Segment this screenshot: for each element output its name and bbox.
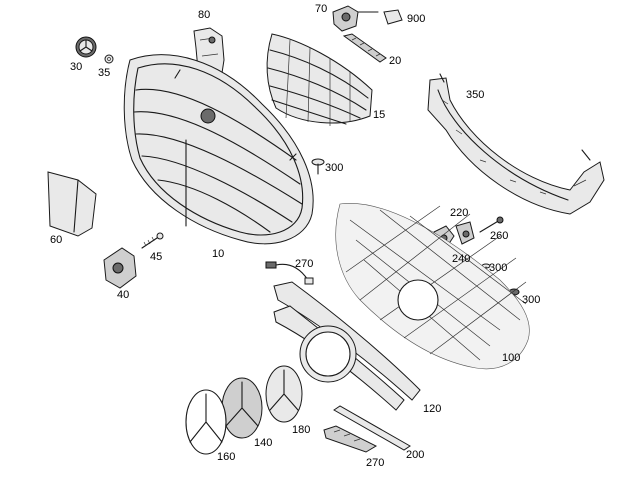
part-40-motor <box>103 247 137 289</box>
label-35: 35 <box>98 67 111 79</box>
label-100: 100 <box>502 352 521 364</box>
label-220: 220 <box>450 207 469 219</box>
label-160: 160 <box>217 451 236 463</box>
label-30: 30 <box>70 61 83 73</box>
part-30-star-emblem <box>75 36 97 58</box>
part-140-star-plate <box>221 377 263 439</box>
label-900: 900 <box>407 13 426 25</box>
label-240: 240 <box>452 253 471 265</box>
part-350-bumper-support <box>427 73 605 215</box>
part-35-clip <box>104 54 114 64</box>
label-300-a: 300 <box>325 162 344 174</box>
label-200: 200 <box>406 449 425 461</box>
part-10-main-grille <box>123 54 314 245</box>
label-40: 40 <box>117 289 130 301</box>
label-15: 15 <box>373 109 386 121</box>
part-20-strip <box>342 33 387 63</box>
label-300-c: 300 <box>522 294 541 306</box>
part-900-cover <box>383 9 403 25</box>
label-45: 45 <box>150 251 163 263</box>
label-350: 350 <box>466 89 485 101</box>
part-160-ring-star <box>185 389 227 455</box>
part-70-sensor <box>332 5 379 32</box>
part-300-screw-a <box>311 158 325 175</box>
label-260: 260 <box>490 230 509 242</box>
part-200-trim-strip <box>333 405 411 451</box>
part-45-screw <box>141 232 164 249</box>
part-270-cable-a <box>265 261 314 285</box>
part-260-screw <box>479 216 504 233</box>
label-60: 60 <box>50 234 63 246</box>
label-140: 140 <box>254 437 273 449</box>
part-60-cover-plate <box>47 171 97 237</box>
label-20: 20 <box>389 55 402 67</box>
label-80: 80 <box>198 9 211 21</box>
part-120-chrome-frame <box>273 281 421 411</box>
part-180-emblem-star <box>265 365 303 423</box>
label-10: 10 <box>212 248 225 260</box>
part-100-mesh-grille <box>335 202 530 370</box>
label-120: 120 <box>423 403 442 415</box>
label-180: 180 <box>292 424 311 436</box>
label-270-b: 270 <box>366 457 385 469</box>
label-300-b: 300 <box>489 262 508 274</box>
label-70: 70 <box>315 3 328 15</box>
part-270-lower-sensor <box>323 425 378 453</box>
label-270-a: 270 <box>295 258 314 270</box>
part-15-grille-insert <box>266 33 373 126</box>
part-220-sensor <box>455 221 475 245</box>
